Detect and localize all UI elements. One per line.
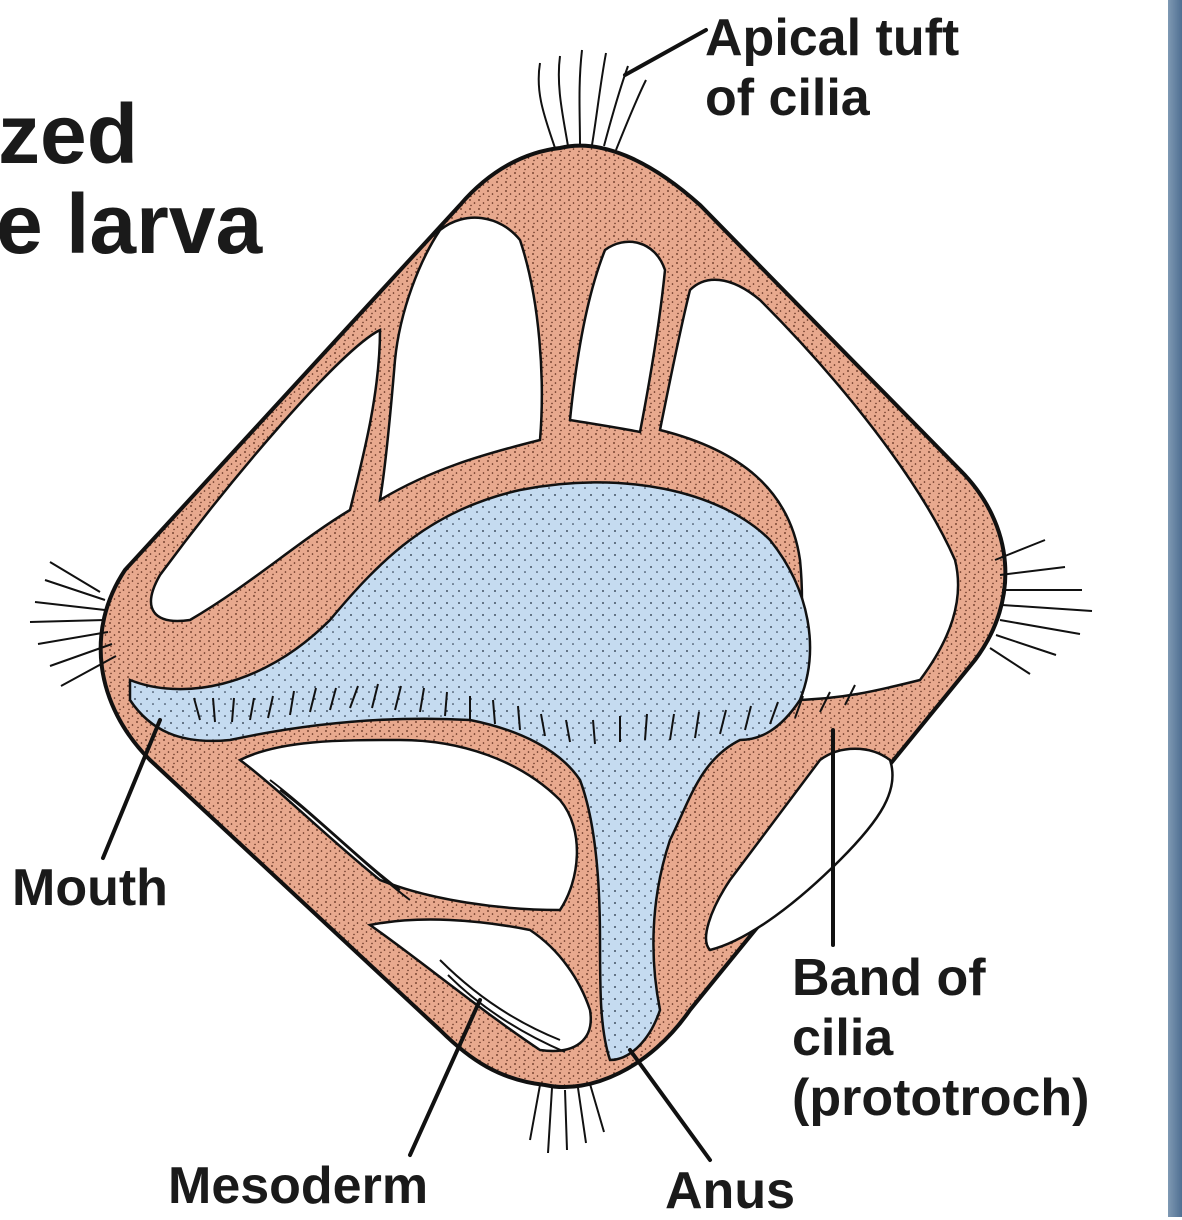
label-band-line-3: (prototroch) bbox=[792, 1072, 1089, 1124]
anus-leader bbox=[630, 1050, 710, 1160]
apical-tuft bbox=[539, 50, 646, 150]
label-band-line-1: Band of bbox=[792, 952, 986, 1004]
anal-cilia-tuft bbox=[530, 1084, 604, 1153]
label-mouth: Mouth bbox=[12, 862, 168, 914]
label-apical-tuft-line-1: Apical tuft bbox=[705, 12, 959, 64]
label-apical-tuft-line-2: of cilia bbox=[705, 72, 870, 124]
apical-tuft-leader bbox=[625, 30, 706, 75]
slide-edge-bar bbox=[1168, 0, 1182, 1217]
label-band-line-2: cilia bbox=[792, 1012, 893, 1064]
label-mesoderm: Mesoderm bbox=[168, 1160, 428, 1212]
label-anus: Anus bbox=[665, 1165, 795, 1217]
